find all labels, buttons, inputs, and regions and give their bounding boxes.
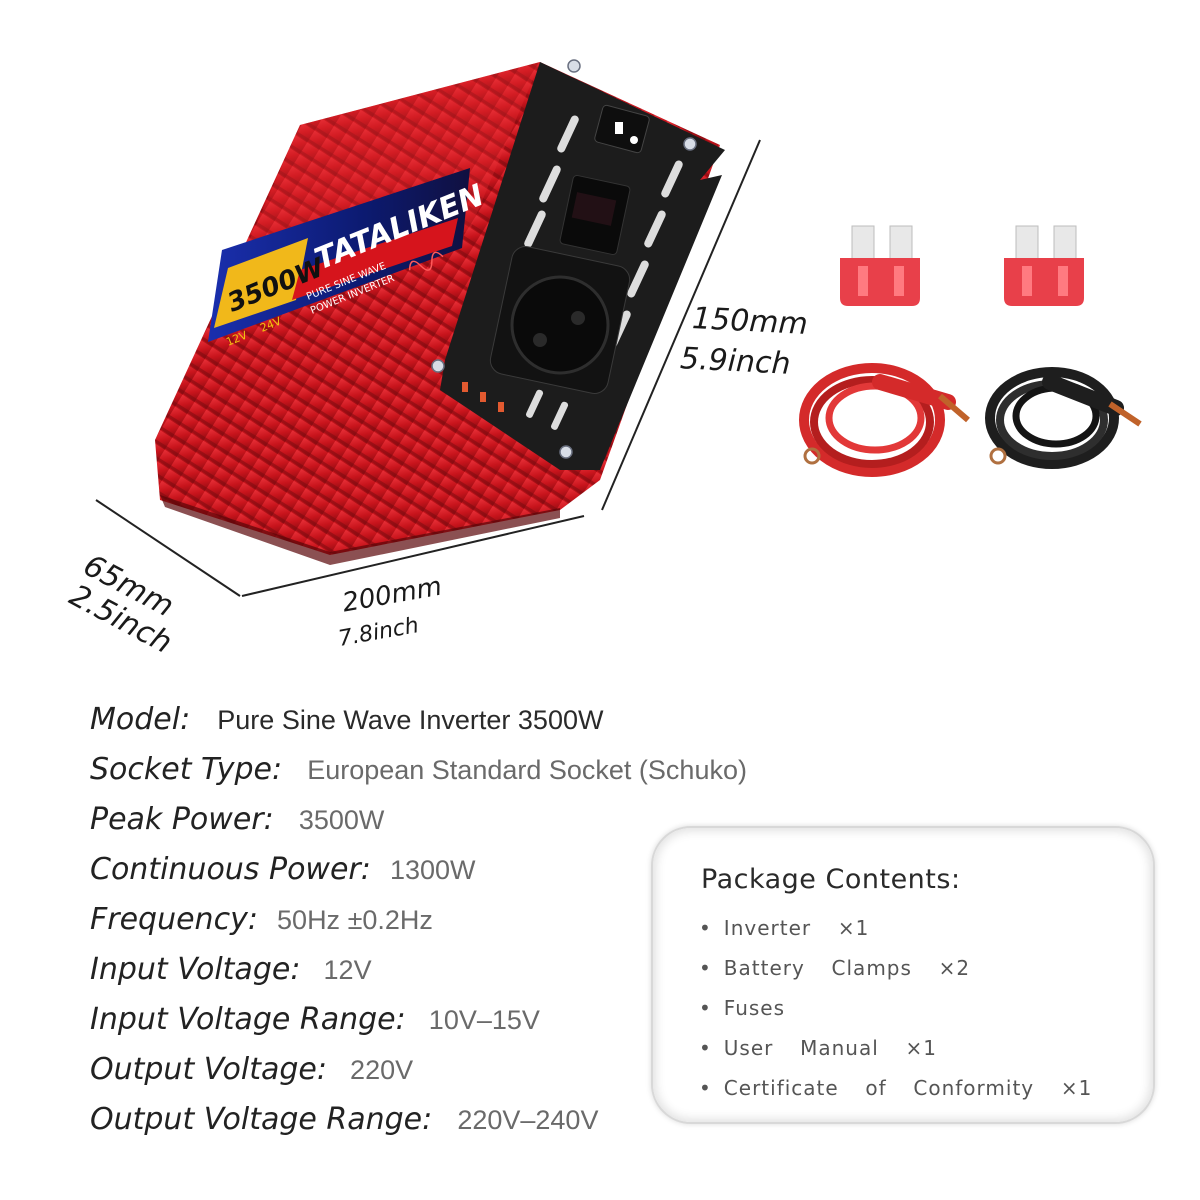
- spec-label: Input Voltage Range:: [90, 1002, 406, 1037]
- spec-label: Input Voltage:: [90, 952, 301, 987]
- spec-row-frequency: Frequency: 50Hz ±0.2Hz: [90, 902, 433, 937]
- black-battery-cable: [985, 367, 1142, 469]
- schuko-socket: [489, 246, 631, 394]
- spec-row-input-voltage: Input Voltage: 12V: [90, 952, 372, 987]
- spec-value: European Standard Socket (Schuko): [307, 755, 747, 785]
- package-contents-title: Package Contents:: [701, 864, 961, 895]
- spec-value: Pure Sine Wave Inverter 3500W: [217, 705, 604, 735]
- spec-label: Model:: [90, 702, 191, 737]
- spec-value: 3500W: [298, 805, 385, 835]
- spec-row-socket-type: Socket Type: European Standard Socket (S…: [90, 752, 747, 787]
- spec-row-output-voltage: Output Voltage: 220V: [90, 1052, 413, 1087]
- spec-row-input-voltage-range: Input Voltage Range: 10V–15V: [90, 1002, 540, 1037]
- front-panel: [431, 59, 725, 470]
- package-item: •Battery Clamps ×2: [699, 956, 971, 980]
- package-item: •Inverter ×1: [699, 916, 870, 940]
- spec-value: 12V: [323, 955, 372, 985]
- spec-row-peak-power: Peak Power: 3500W: [90, 802, 384, 837]
- package-item-label: Certificate of Conformity ×1: [723, 1076, 1093, 1100]
- package-item-label: Battery Clamps ×2: [723, 956, 971, 980]
- spec-value: 10V–15V: [428, 1005, 540, 1035]
- spec-value: 220V–240V: [457, 1105, 599, 1135]
- package-item-label: Fuses: [723, 996, 786, 1020]
- dimension-lines: [95, 139, 761, 597]
- spec-label: Peak Power:: [90, 802, 274, 837]
- product-illustration: 3500W TATALIKEN PURE SINE WAVE POWER INV…: [95, 59, 1142, 597]
- spec-value: 50Hz ±0.2Hz: [277, 905, 433, 935]
- spec-row-model: Model: Pure Sine Wave Inverter 3500W: [90, 702, 603, 737]
- spec-label: Socket Type:: [90, 752, 283, 787]
- package-item: •Certificate of Conformity ×1: [699, 1076, 1093, 1100]
- spec-label: Output Voltage Range:: [90, 1102, 433, 1137]
- package-item-label: User Manual ×1: [723, 1036, 937, 1060]
- package-item: •User Manual ×1: [699, 1036, 937, 1060]
- height-inch-label: 5.9inch: [679, 341, 792, 382]
- spec-row-continuous-power: Continuous Power: 1300W: [90, 852, 476, 887]
- package-item-label: Inverter ×1: [723, 916, 870, 940]
- package-contents-box: Package Contents: •Inverter ×1 •Battery …: [651, 826, 1155, 1124]
- spec-label: Continuous Power:: [90, 852, 371, 887]
- fuse-2: [1004, 225, 1084, 306]
- spec-row-output-voltage-range: Output Voltage Range: 220V–240V: [90, 1102, 598, 1137]
- spec-value: 220V: [350, 1055, 414, 1085]
- fuse-1: [840, 225, 920, 306]
- package-item: •Fuses: [699, 996, 786, 1020]
- red-battery-cable: [799, 363, 970, 477]
- spec-label: Frequency:: [90, 902, 258, 937]
- height-mm-label: 150mm: [691, 300, 809, 343]
- spec-label: Output Voltage:: [90, 1052, 327, 1087]
- spec-value: 1300W: [389, 855, 476, 885]
